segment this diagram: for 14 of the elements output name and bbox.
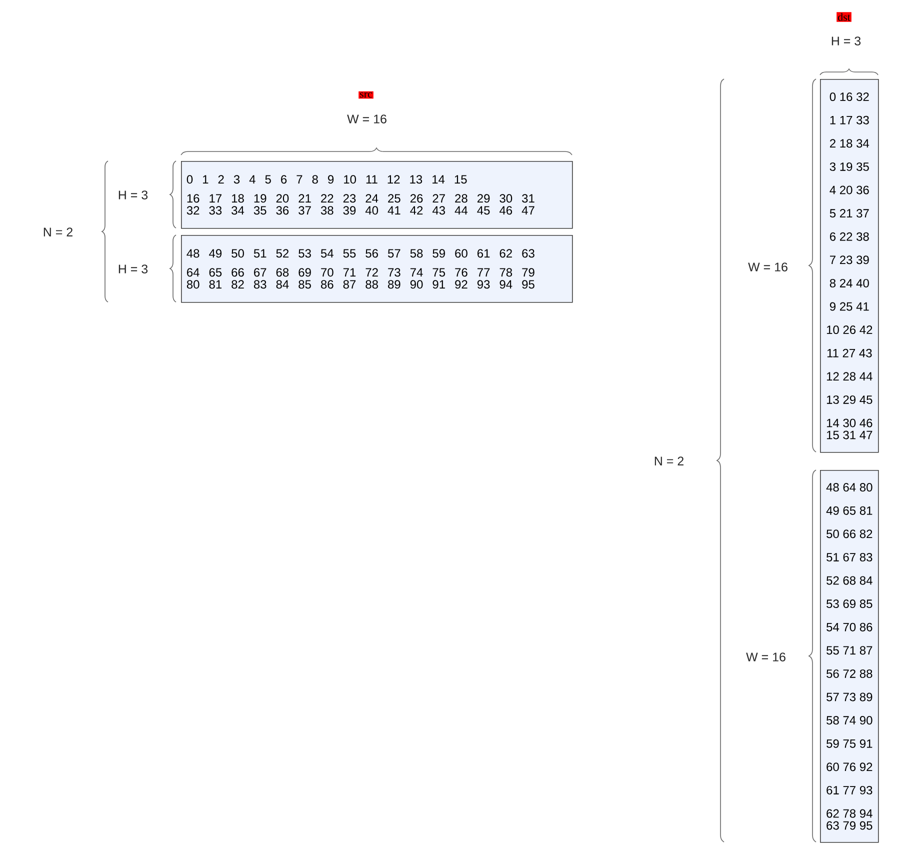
dimension-label: H = 3: [832, 36, 861, 46]
highlighted-label: src: [358, 91, 374, 99]
matrix-box: 48 64 80 49 65 81 50 66 82 51 67 83 52 68 84 53 69 85 54 70 86 55 71 87 56 72 88 57 73 89 58 74 90 59 75 91 60 76 92 61 77 93 62 78 94 63 79 95: [820, 470, 879, 843]
dimension-label: N = 2: [654, 456, 684, 466]
matrix-box: 0 16 32 1 17 33 2 18 34 3 19 35 4 20 36 5 21 37 6 22 38 7 23 39 8 24 40 9 25 41 10 26 42 11 27 43 12 28 44 13 29 45 14 30 46 15 31 47: [820, 79, 879, 453]
dimension-label: H = 3: [118, 190, 148, 200]
dimension-label: W = 16: [746, 652, 786, 662]
highlighted-label: dst: [836, 12, 852, 22]
dimension-label: H = 3: [118, 264, 148, 274]
matrix-box: 48 49 50 51 52 53 54 55 56 57 58 59 60 61 62 63 64 65 66 67 68 69 70 71 72 73 74 75 76 77 78 79 80 81 82 83 84 85 86 87 88 89 90 91 92 93 94 95: [181, 235, 573, 303]
dimension-label: N = 2: [44, 228, 72, 236]
dimension-label: W = 16: [748, 262, 788, 272]
dimension-label: W = 16: [347, 114, 386, 124]
matrix-box: 0 1 2 3 4 5 6 7 8 9 10 11 12 13 14 15 16 17 18 19 20 21 22 23 24 25 26 27 28 29 30 31 32 33 34 35 36 37 38 39 40 41 42 43 44 45 46 47: [181, 161, 573, 229]
